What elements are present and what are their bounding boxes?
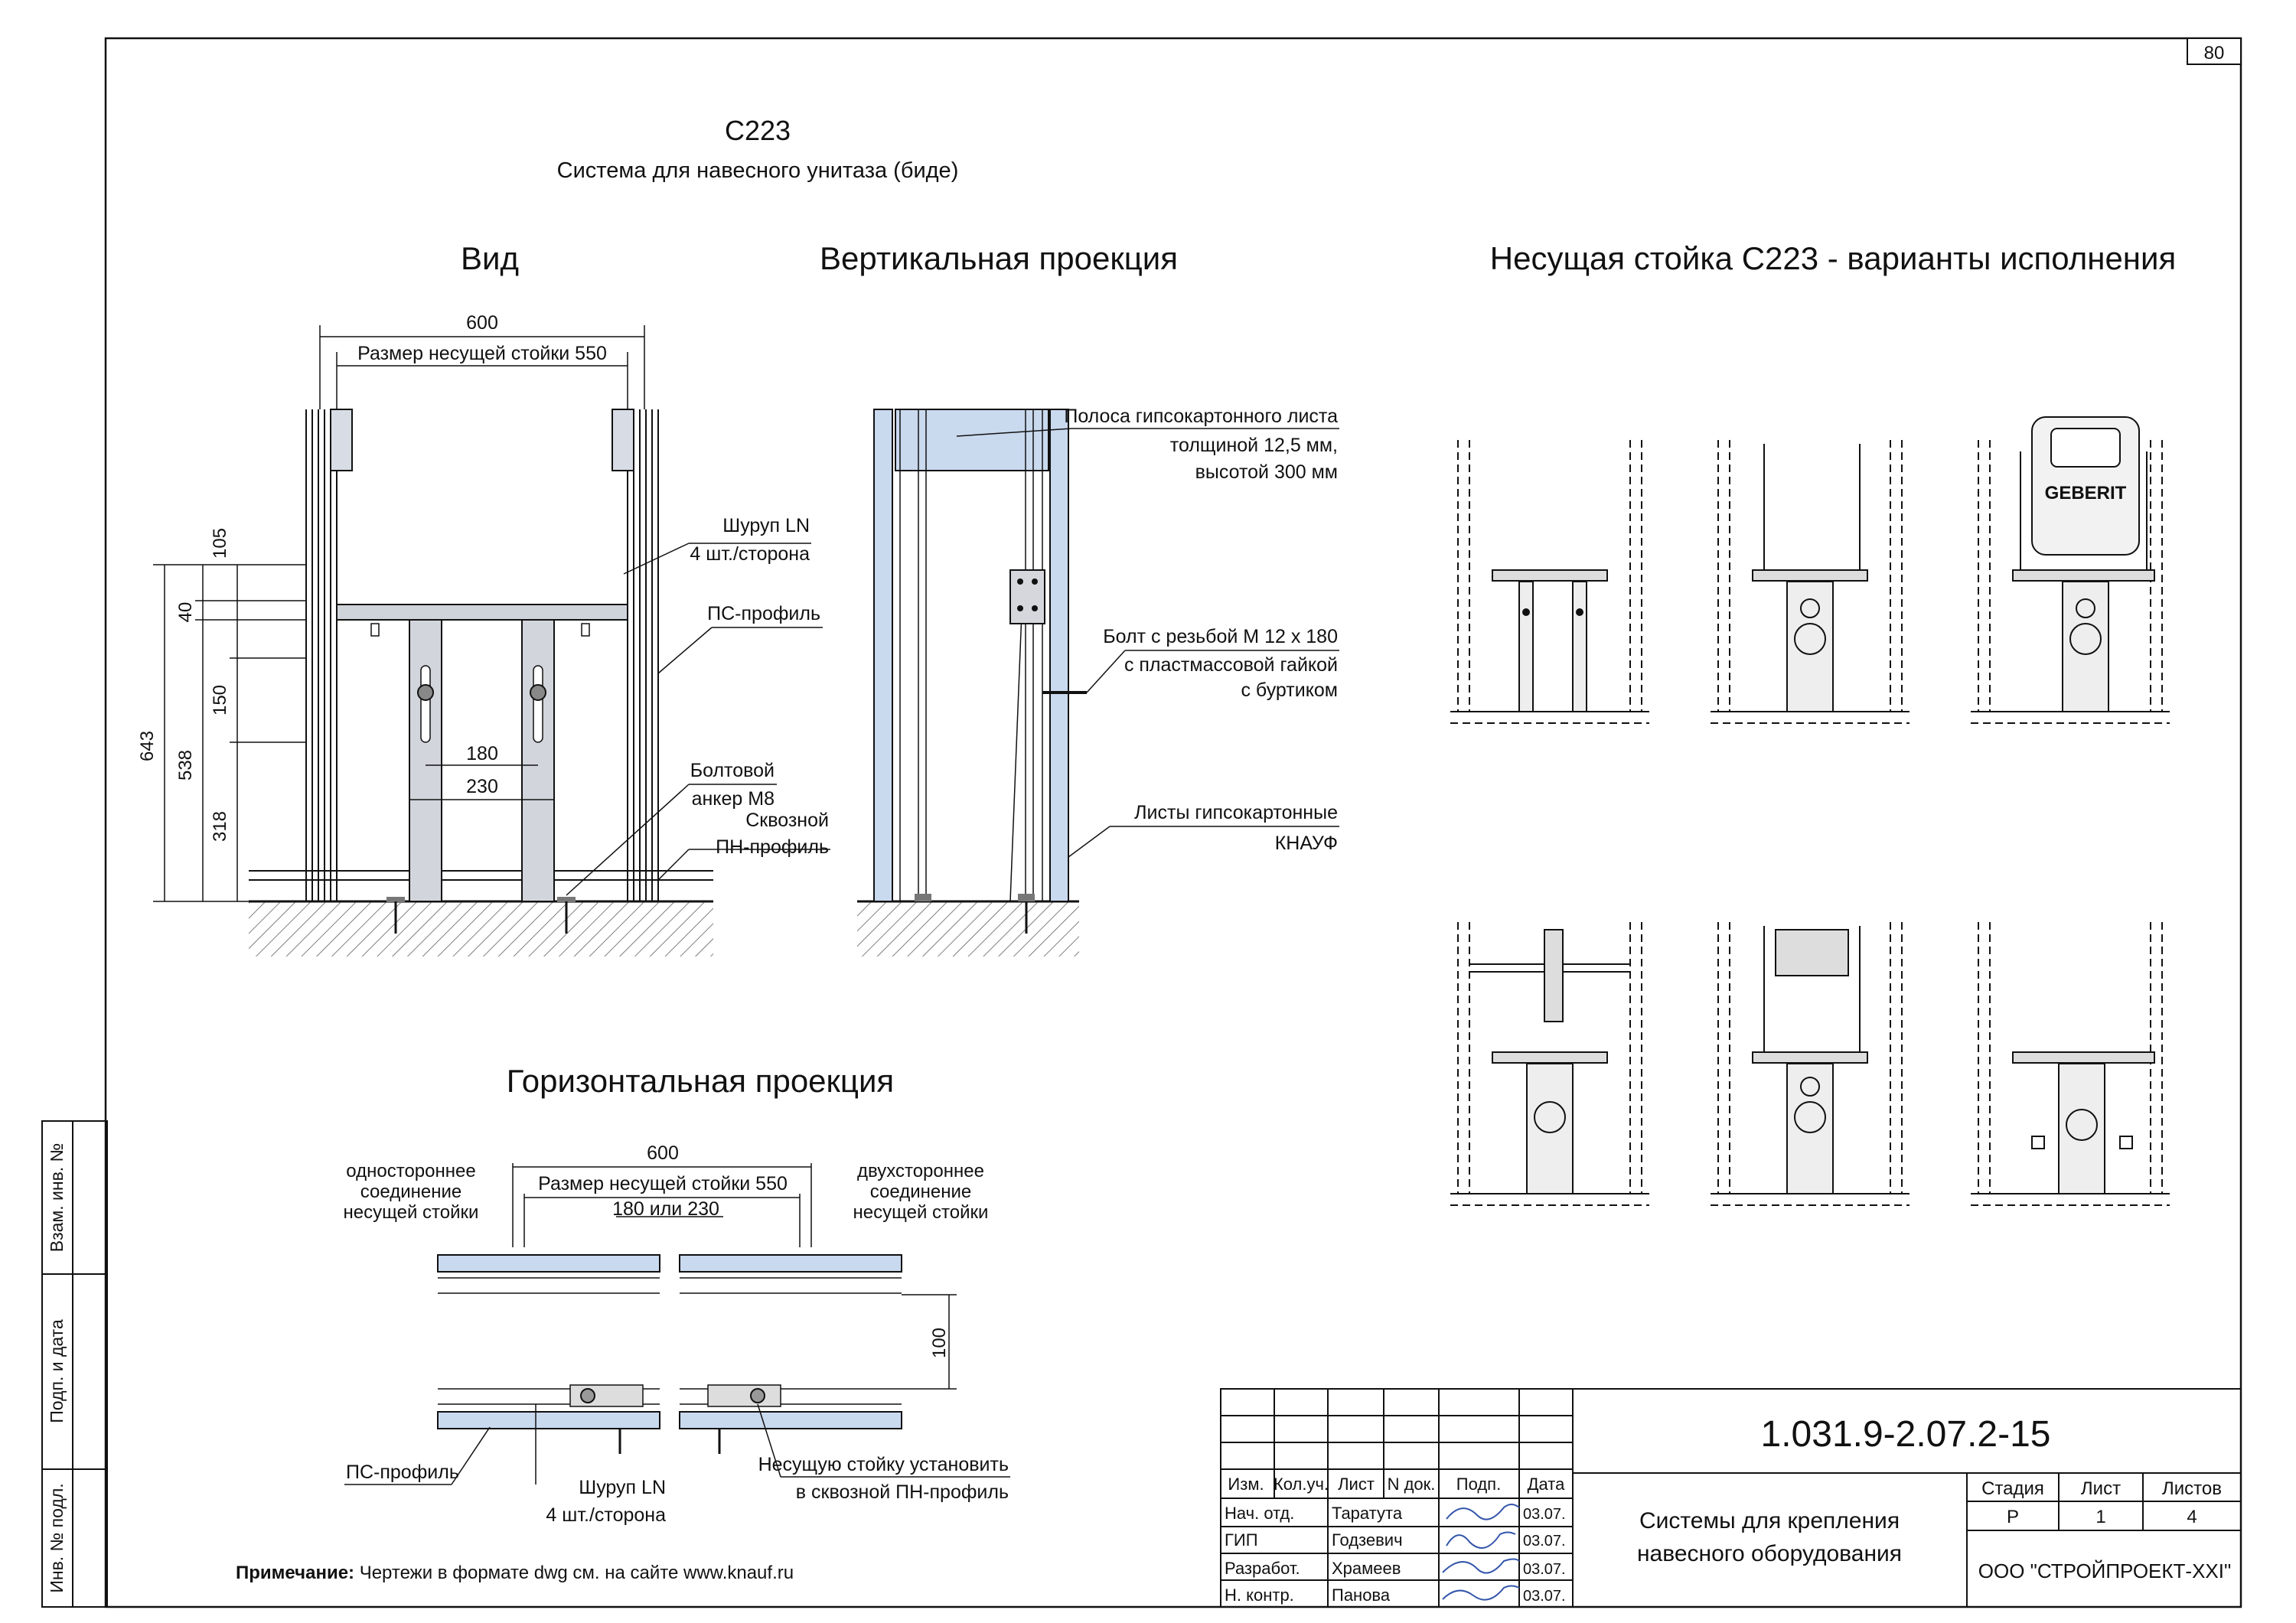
label-anchor-1: Болтовой [690, 760, 775, 781]
row-name-3: Панова [1332, 1586, 1391, 1605]
h-screw-1: Шуруп LN [579, 1477, 666, 1498]
h-dim-600: 600 [647, 1142, 679, 1164]
dim-150: 150 [210, 685, 230, 715]
label-sheets-1: Листы гипсокартонные [1134, 802, 1338, 823]
label-bolt-3: с буртиком [1241, 680, 1338, 701]
system-title: Система для навесного унитаза (биде) [557, 158, 959, 183]
row-date-2: 03.07. [1523, 1561, 1566, 1578]
stage-header: Стадия [1981, 1478, 2044, 1499]
one-sided-2: соединение [360, 1181, 461, 1202]
stamp-vzam: Взам. инв. № [47, 1143, 67, 1253]
h-dim-180-230: 180 или 230 [612, 1198, 719, 1220]
variant-6 [1971, 922, 2170, 1206]
label-ps-profile: ПС-профиль [707, 603, 820, 624]
vertical-view: Полоса гипсокартонного листа толщиной 12… [857, 406, 1339, 957]
geberit-logo: GEBERIT [2045, 483, 2127, 504]
view-title-variants: Несущая стойка С223 - варианты исполнени… [1490, 240, 2176, 276]
variant-1 [1450, 440, 1649, 724]
dim-318: 318 [210, 811, 230, 842]
col-izm: Изм. [1228, 1475, 1264, 1494]
one-sided-3: несущей стойки [344, 1202, 479, 1223]
label-sheets-2: КНАУФ [1275, 833, 1338, 854]
label-anchor-2: анкер М8 [692, 788, 775, 810]
row-role-0: Нач. отд. [1225, 1504, 1294, 1523]
organization: ООО "СТРОЙПРОЕКТ-XXI" [1978, 1559, 2231, 1582]
col-list: Лист [1338, 1475, 1375, 1494]
variant-3 [1971, 416, 2170, 724]
system-code: С223 [725, 115, 791, 146]
h-dim-550: Размер несущей стойки 550 [538, 1173, 788, 1194]
title-block [1220, 1388, 2242, 1608]
sheet-number-box [2187, 37, 2242, 65]
label-pn-2: ПН-профиль [716, 836, 829, 858]
col-ndok: N док. [1388, 1475, 1436, 1494]
h-install-2: в сквозной ПН-профиль [796, 1481, 1009, 1503]
stamp-podp: Подп. и дата [47, 1319, 67, 1423]
dim-538: 538 [175, 750, 196, 781]
front-view: 600 Размер несущей стойки 550 180 230 64… [137, 312, 830, 957]
variant-2 [1711, 440, 1910, 724]
label-bolt-1: Болт с резьбой М 12 х 180 [1103, 626, 1338, 647]
signatures [1442, 1504, 1520, 1601]
variant-4 [1450, 922, 1649, 1206]
stage-value: Р [2007, 1507, 2019, 1527]
view-title-horizontal: Горизонтальная проекция [507, 1063, 894, 1099]
label-strip-3: высотой 300 мм [1195, 461, 1338, 483]
two-sided-1: двухстороннее [857, 1161, 984, 1181]
label-screw-qty: 4 шт./сторона [690, 543, 810, 565]
view-title-vertical: Вертикальная проекция [820, 240, 1178, 276]
doc-title-2: навесного оборудования [1637, 1541, 1902, 1566]
label-bolt-2: с пластмассовой гайкой [1124, 654, 1338, 676]
note: Примечание: Чертежи в формате dwg см. на… [236, 1563, 794, 1583]
one-sided-1: одностороннее [346, 1161, 475, 1181]
sheet-frame [104, 37, 2242, 1608]
dim-180: 180 [466, 743, 498, 764]
dim-40: 40 [175, 602, 196, 623]
col-kol: Кол.уч. [1274, 1475, 1329, 1494]
variant-5 [1711, 922, 1910, 1206]
stamp-inv: Инв. № подл. [47, 1483, 67, 1592]
row-name-1: Годзевич [1332, 1530, 1403, 1550]
two-sided-2: соединение [870, 1181, 971, 1202]
row-role-3: Н. контр. [1225, 1586, 1294, 1605]
row-name-0: Таратута [1332, 1504, 1403, 1523]
label-screw-ln: Шуруп LN [722, 515, 810, 536]
floor-hatch [249, 901, 713, 957]
h-install-1: Несущую стойку установить [758, 1454, 1009, 1475]
dim-550: Размер несущей стойки 550 [357, 343, 607, 364]
sheets-header: Листов [2162, 1478, 2222, 1499]
sheet-number: 80 [2204, 43, 2225, 64]
note-text: Чертежи в формате dwg см. на сайте www.k… [354, 1563, 794, 1583]
dim-105: 105 [210, 528, 230, 559]
sheet-header: Лист [2081, 1478, 2121, 1499]
row-date-1: 03.07. [1523, 1533, 1566, 1550]
view-title-vid: Вид [461, 240, 519, 276]
col-podp: Подп. [1456, 1475, 1501, 1494]
sheets-value: 4 [2187, 1507, 2197, 1527]
label-strip-2: толщиной 12,5 мм, [1170, 435, 1338, 456]
dim-600: 600 [466, 312, 498, 334]
label-strip-1: Полоса гипсокартонного листа [1064, 406, 1338, 427]
h-ps-label: ПС-профиль [346, 1462, 459, 1483]
label-pn-1: Сквозной [745, 810, 829, 831]
doc-title-1: Системы для крепления [1639, 1508, 1900, 1533]
row-name-2: Храмеев [1332, 1559, 1401, 1578]
dim-643: 643 [137, 731, 158, 761]
variants-grid [1450, 416, 2170, 1206]
note-bold: Примечание: [236, 1563, 354, 1583]
col-data: Дата [1528, 1475, 1565, 1494]
row-role-2: Разработ. [1225, 1559, 1300, 1578]
horizontal-view: 600 Размер несущей стойки 550 180 или 23… [344, 1142, 1010, 1526]
sheet-value: 1 [2095, 1507, 2105, 1527]
dim-230: 230 [466, 776, 498, 797]
row-date-3: 03.07. [1523, 1588, 1566, 1605]
row-role-1: ГИП [1225, 1530, 1258, 1550]
h-dim-100: 100 [929, 1328, 950, 1358]
h-screw-2: 4 шт./сторона [546, 1504, 666, 1526]
row-date-0: 03.07. [1523, 1506, 1566, 1523]
doc-code: 1.031.9-2.07.2-15 [1761, 1414, 2051, 1455]
two-sided-3: несущей стойки [853, 1202, 989, 1223]
side-stamp [41, 1120, 108, 1608]
